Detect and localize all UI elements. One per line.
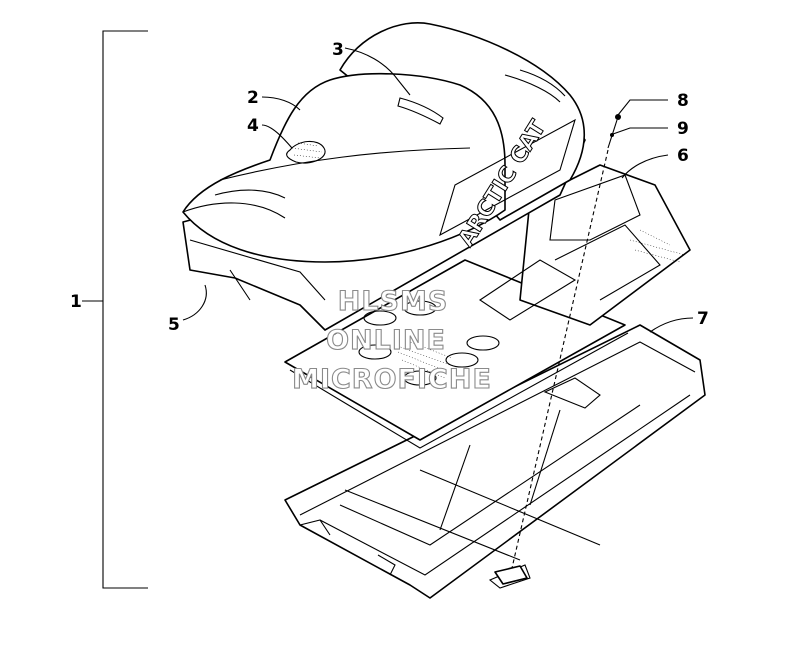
callout-2: 2 <box>247 88 259 108</box>
watermark-line-2: ONLINE <box>326 325 446 356</box>
assembly-bracket <box>82 30 148 589</box>
seat-cushion-part-2 <box>182 72 506 263</box>
callout-labels: 1 2 3 4 5 6 7 8 9 <box>70 40 709 335</box>
watermark: HLSMS ONLINE MICROFICHE <box>292 285 492 395</box>
callout-9: 9 <box>677 119 689 139</box>
callout-8: 8 <box>677 91 689 111</box>
watermark-line-1: HLSMS <box>338 286 449 317</box>
leader-lines <box>182 47 694 333</box>
callout-1: 1 <box>70 292 82 312</box>
callout-6: 6 <box>677 146 689 166</box>
side-panel-part-6 <box>479 164 691 326</box>
callout-5: 5 <box>168 315 180 335</box>
fastener-pin-part-8 <box>607 114 621 149</box>
watermark-line-3: MICROFICHE <box>292 364 492 395</box>
bottom-clip <box>494 565 528 585</box>
bottom-pan-part-7 <box>284 324 706 599</box>
callout-3: 3 <box>332 40 344 60</box>
callout-7: 7 <box>697 309 709 329</box>
callout-4: 4 <box>247 116 259 136</box>
